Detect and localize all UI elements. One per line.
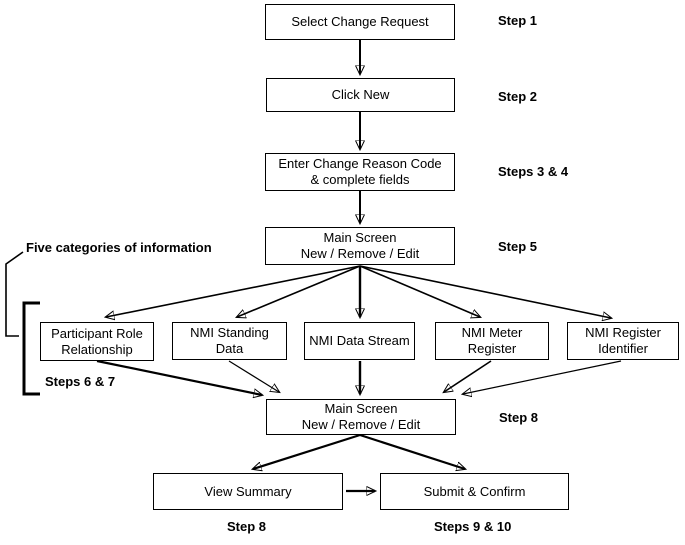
node-label: New / Remove / Edit (301, 417, 421, 432)
node-label: NMI Data Stream (309, 333, 410, 348)
arrow-main1-to-nmi-register-identifier (359, 265, 611, 318)
arrow-nmi-meter-register-to-main2 (444, 360, 492, 392)
step-label-6-7: Steps 6 & 7 (45, 374, 116, 389)
node-label: Select Change Request (291, 14, 429, 29)
step-label-1: Step 1 (498, 13, 538, 28)
arrow-main1-to-nmi-standing-data (237, 265, 361, 317)
node-view-summary: View Summary (153, 473, 343, 510)
node-label: Participant Role (51, 325, 143, 341)
node-label: New / Remove / Edit (300, 246, 420, 261)
categories-bracket (22, 301, 40, 396)
arrow-nmi-register-identifier-to-main2 (463, 360, 622, 394)
step-label-8-summary: Step 8 (227, 519, 267, 534)
arrow-main1-to-participant-role (106, 265, 361, 317)
node-participant-role-relationship: Participant Role Relationship (40, 322, 154, 361)
node-label: Enter Change Reason Code (278, 156, 442, 171)
arrow-nmi-standing-data-to-main2 (228, 360, 279, 392)
arrow-main2-to-view-summary (253, 433, 361, 469)
node-label: Submit & Confirm (423, 483, 526, 499)
arrow-participant-role-to-main2 (96, 359, 262, 395)
node-nmi-register-identifier: NMI Register Identifier (567, 322, 679, 360)
arrow-main1-to-nmi-meter-register (359, 265, 480, 317)
node-select-change-request: Select Change Request (265, 4, 455, 40)
node-nmi-standing-data: NMI Standing Data (172, 322, 287, 360)
node-enter-change-reason: Enter Change Reason Code & complete fiel… (265, 153, 455, 191)
node-label: Identifier (598, 341, 648, 356)
node-label: NMI Meter (461, 325, 523, 340)
step-label-2: Step 2 (498, 89, 538, 104)
arrow-main2-to-submit-confirm (359, 433, 465, 469)
step-label-3-4: Steps 3 & 4 (498, 164, 569, 179)
five-categories-pointer-line (5, 251, 24, 337)
node-label: View Summary (204, 483, 292, 499)
node-label: Click New (331, 87, 390, 102)
step-label-8-main: Step 8 (499, 410, 539, 425)
node-label: NMI Register (585, 325, 661, 340)
node-label: Main Screen (323, 230, 397, 245)
node-label: Data (215, 341, 244, 356)
five-categories-annotation: Five categories of information (26, 240, 212, 255)
step-label-9-10: Steps 9 & 10 (434, 519, 512, 534)
node-click-new: Click New (266, 78, 455, 112)
step-label-5: Step 5 (498, 239, 538, 254)
node-nmi-meter-register: NMI Meter Register (435, 322, 549, 360)
node-label: Main Screen (324, 401, 398, 416)
node-nmi-data-stream: NMI Data Stream (304, 322, 415, 360)
node-label: Relationship (61, 341, 133, 357)
node-label: Register (467, 341, 517, 356)
node-label: & complete fields (310, 172, 410, 187)
node-main-screen-1: Main Screen New / Remove / Edit (265, 227, 455, 265)
node-main-screen-2: Main Screen New / Remove / Edit (266, 399, 456, 435)
node-submit-confirm: Submit & Confirm (380, 473, 569, 510)
node-label: NMI Standing (190, 325, 269, 340)
